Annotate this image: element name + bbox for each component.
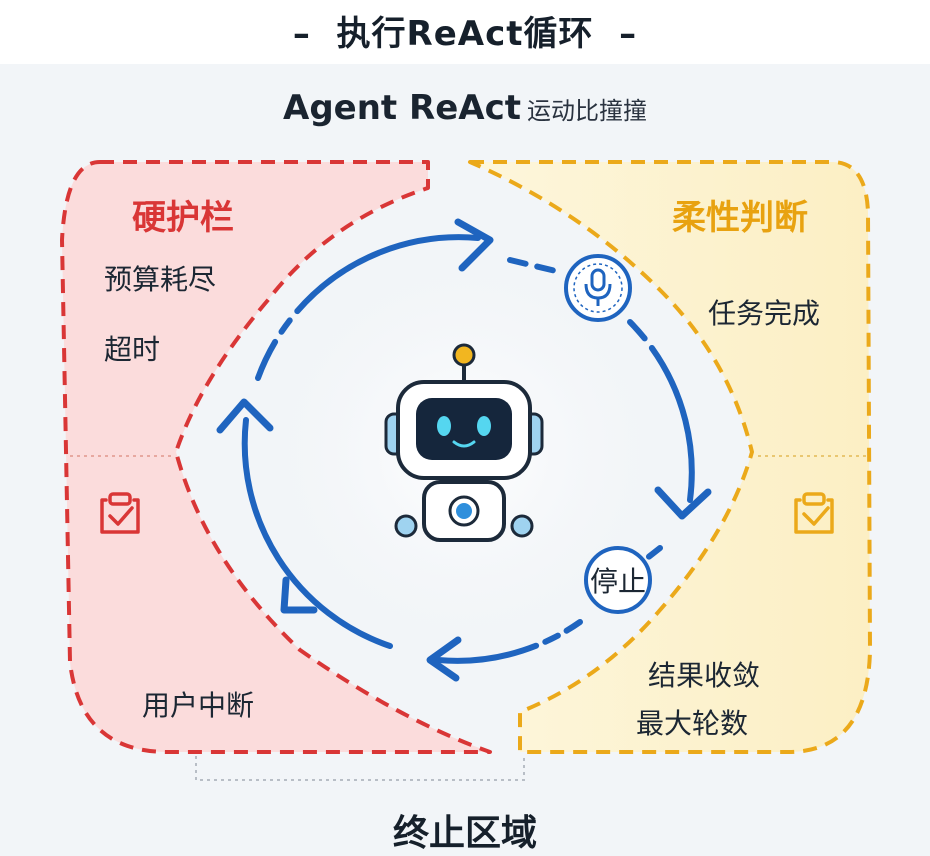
- loop-arc-right: [627, 319, 695, 503]
- hard-item-budget: 预算耗尽: [104, 263, 217, 296]
- hard-zone-title: 硬护栏: [132, 198, 234, 238]
- arrowhead-right: [654, 486, 712, 520]
- stop-node-label: 停止: [590, 565, 646, 598]
- loop-arc-top: [255, 234, 481, 381]
- soft-item-converged: 结果收敛: [648, 659, 761, 692]
- stop-node: 停止: [584, 546, 652, 614]
- arrowhead-lower-left: [280, 576, 318, 614]
- loop-arc-top-right: [507, 257, 563, 275]
- subtitle-main: Agent ReAct: [283, 88, 521, 128]
- termination-zone-title: 终止区域: [392, 813, 537, 854]
- arrowhead-bottom: [426, 636, 462, 682]
- soft-item-max-rounds: 最大轮数: [636, 707, 749, 740]
- soft-zone-region: [468, 160, 872, 754]
- page-title: – 执行ReAct循环 –: [292, 14, 638, 54]
- soft-zone-title: 柔性判断: [672, 198, 808, 238]
- arrowhead-top: [454, 218, 494, 272]
- microphone-icon: [564, 254, 632, 322]
- hard-zone-region: [60, 160, 492, 754]
- header-band: [0, 0, 930, 64]
- clipboard-check-icon: [794, 492, 834, 534]
- hard-item-timeout: 超时: [104, 333, 161, 366]
- hard-item-interrupt: 用户中断: [142, 689, 255, 722]
- loop-arc-left: [241, 417, 393, 649]
- arrowhead-left: [216, 398, 274, 434]
- clipboard-check-icon: [100, 492, 140, 534]
- subtitle-small: 运动比撞撞: [526, 97, 647, 125]
- termination-bracket: [195, 756, 525, 781]
- robot-icon: [384, 343, 544, 542]
- loop-arc-bottom: [435, 619, 583, 664]
- soft-item-task-complete: 任务完成: [708, 297, 821, 330]
